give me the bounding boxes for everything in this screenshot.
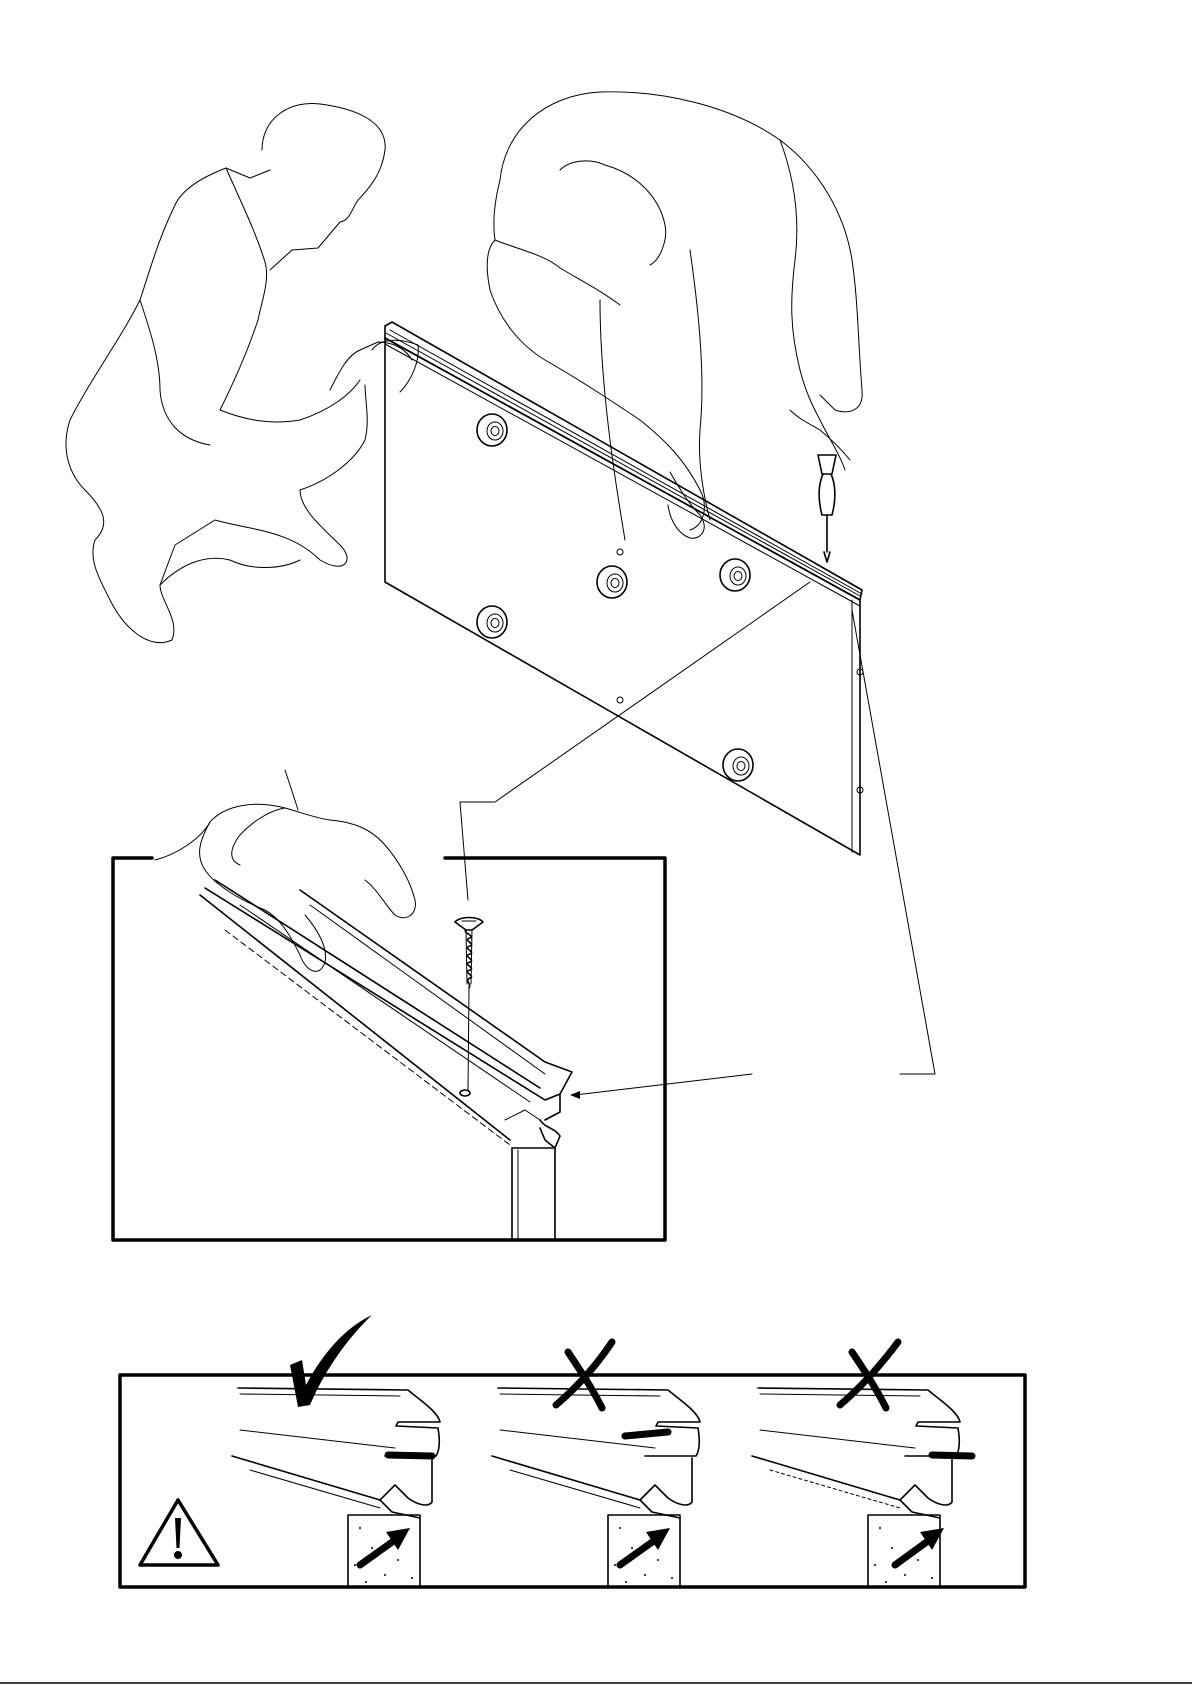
callout-leaders: [460, 582, 935, 1099]
screw-icon: [455, 918, 483, 1097]
wall-panel: [385, 322, 862, 855]
standing-person: [487, 92, 862, 540]
push-arrow-icon: [620, 1528, 670, 1565]
panel-bumpers: [477, 414, 863, 793]
comparison-variant-2: [492, 1342, 700, 1587]
comparison-variant-3: [752, 1342, 972, 1587]
check-mark-icon: [290, 1315, 372, 1407]
detail-rail: [200, 880, 572, 1240]
screwdriver-icon: [818, 455, 836, 562]
kneeling-person: [66, 103, 412, 642]
warning-triangle-icon: [140, 1500, 218, 1565]
kneeling-person-hand: [372, 340, 418, 392]
push-arrow-icon: [895, 1528, 944, 1565]
comparison-variant-1: [232, 1315, 440, 1587]
detail-box: [113, 858, 665, 1240]
concrete-post: [868, 1515, 940, 1587]
detail-hand: [155, 770, 415, 971]
push-arrow-icon: [360, 1528, 410, 1565]
